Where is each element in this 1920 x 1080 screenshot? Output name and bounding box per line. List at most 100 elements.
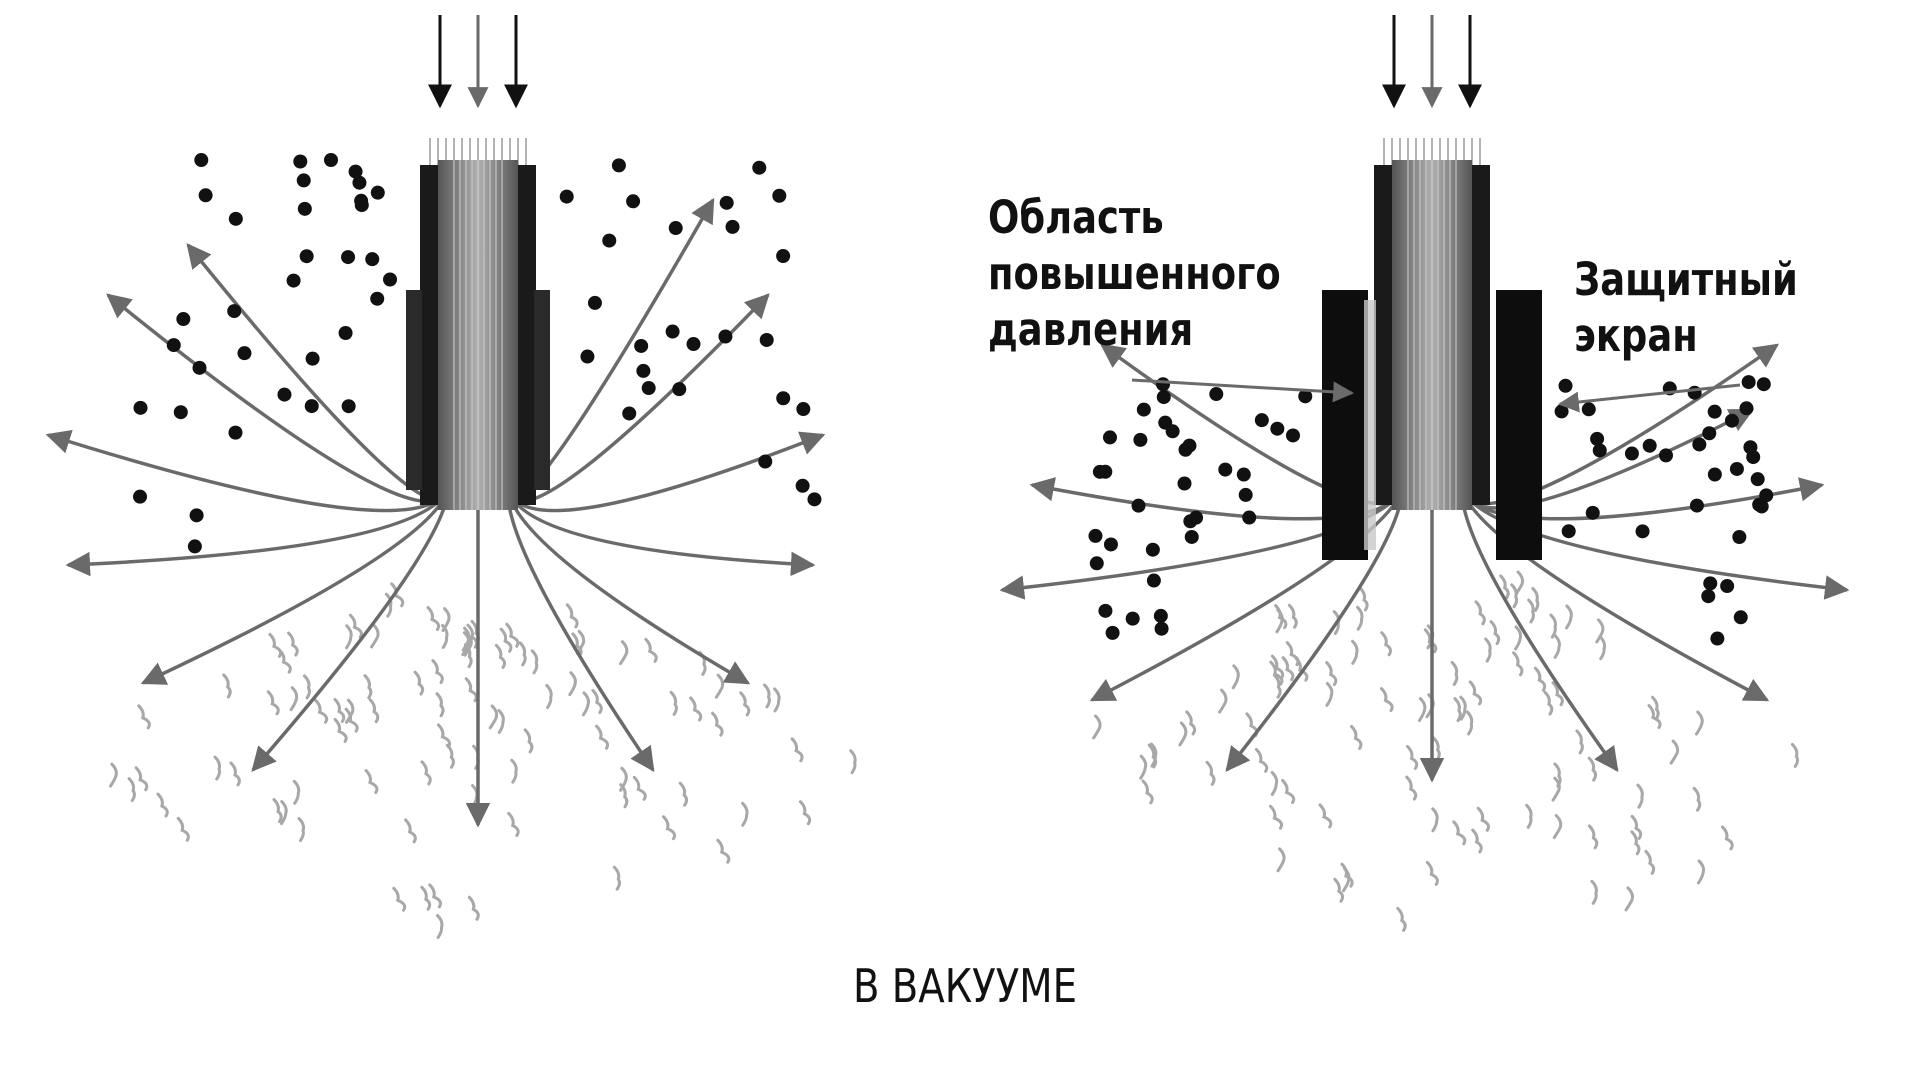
- particle: [354, 193, 369, 208]
- droplet: [1405, 775, 1418, 801]
- droplet: [1624, 886, 1634, 912]
- droplet: [1465, 710, 1474, 736]
- droplet: [436, 723, 452, 749]
- particle: [1184, 529, 1199, 544]
- droplet: [156, 792, 169, 818]
- particle-cloud: [1088, 375, 1774, 646]
- particle: [305, 351, 320, 366]
- droplet: [1790, 742, 1800, 768]
- droplet: [272, 798, 283, 824]
- particle: [1590, 431, 1605, 446]
- droplet: [392, 886, 407, 912]
- particle: [1554, 404, 1569, 419]
- droplet: [1270, 770, 1279, 796]
- droplet: [127, 777, 136, 803]
- particle: [1689, 498, 1704, 513]
- droplet: [632, 775, 647, 801]
- droplet: [523, 728, 534, 754]
- droplet: [464, 677, 478, 703]
- droplet: [530, 649, 539, 675]
- particle: [1254, 413, 1269, 428]
- droplet: [1468, 680, 1483, 706]
- droplet: [436, 914, 444, 940]
- droplet: [1333, 877, 1345, 903]
- droplet: [1499, 574, 1510, 600]
- droplet: [1484, 637, 1492, 663]
- particle: [719, 195, 734, 210]
- particle: [1707, 467, 1722, 482]
- particle: [626, 194, 641, 209]
- droplet: [689, 696, 703, 722]
- droplet: [1149, 742, 1158, 768]
- particle: [1125, 611, 1140, 626]
- droplet-cloud: [108, 582, 857, 940]
- droplet: [798, 800, 812, 826]
- droplet: [1092, 714, 1102, 740]
- particle: [348, 164, 363, 179]
- particle: [776, 249, 791, 264]
- droplet: [644, 637, 658, 663]
- droplet: [279, 800, 288, 826]
- particle: [1236, 467, 1251, 482]
- droplet: [441, 607, 451, 633]
- droplet: [1549, 613, 1557, 639]
- particle: [1624, 446, 1639, 461]
- particle: [228, 425, 243, 440]
- droplet: [1432, 736, 1441, 762]
- nozzle: [1374, 160, 1490, 510]
- particle: [1561, 524, 1576, 539]
- droplet: [1205, 760, 1216, 786]
- particle: [1703, 576, 1718, 591]
- droplet: [741, 801, 749, 827]
- droplet: [345, 698, 355, 724]
- particle: [286, 273, 301, 288]
- droplet: [518, 641, 527, 667]
- droplet: [1276, 847, 1286, 873]
- particle: [1165, 424, 1180, 439]
- droplet: [1595, 618, 1605, 644]
- droplet: [1423, 628, 1438, 654]
- droplet: [292, 779, 301, 805]
- droplet: [545, 683, 553, 709]
- droplet: [428, 883, 442, 909]
- particle: [580, 349, 595, 364]
- particle: [1635, 524, 1650, 539]
- droplet: [1268, 804, 1284, 830]
- particle: [383, 272, 398, 287]
- streamline: [506, 431, 826, 513]
- particle: [341, 250, 356, 265]
- droplet: [1141, 779, 1154, 805]
- particle: [293, 154, 308, 169]
- droplet: [1531, 587, 1540, 613]
- particle: [192, 360, 207, 375]
- droplet: [1218, 688, 1228, 714]
- particle: [1702, 426, 1717, 441]
- particle: [1136, 402, 1151, 417]
- droplet: [494, 643, 506, 669]
- droplet: [1185, 710, 1197, 736]
- droplet: [1564, 604, 1573, 630]
- droplet: [1275, 608, 1284, 634]
- droplet: [348, 613, 363, 639]
- droplet: [1139, 754, 1148, 780]
- shield-right: [1496, 290, 1542, 560]
- particle: [1692, 437, 1707, 452]
- right-panel: [999, 15, 1850, 932]
- droplet: [1380, 631, 1393, 657]
- droplet: [505, 622, 520, 648]
- droplet: [510, 758, 518, 784]
- droplet: [1318, 803, 1333, 829]
- droplet: [499, 627, 513, 653]
- droplet: [1696, 859, 1706, 885]
- droplet: [568, 671, 577, 697]
- particle: [1270, 421, 1285, 436]
- particle: [1558, 378, 1573, 393]
- particle: [187, 539, 202, 554]
- droplet: [431, 659, 444, 685]
- particle: [1218, 462, 1233, 477]
- droplet: [1272, 673, 1282, 699]
- streamline: [45, 429, 450, 513]
- droplet: [1281, 778, 1296, 804]
- particle: [1642, 438, 1657, 453]
